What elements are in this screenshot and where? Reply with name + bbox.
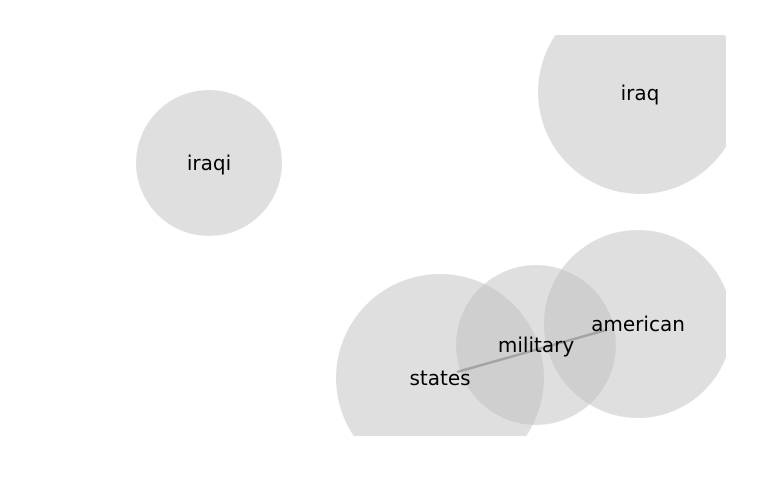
node-label-american: american — [591, 312, 685, 336]
edge-states-american — [456, 328, 607, 374]
node-label-iraqi: iraqi — [187, 151, 231, 175]
node-labels-layer: iraq iraqi american military states — [187, 81, 685, 390]
node-label-iraq: iraq — [621, 81, 660, 105]
node-circle-american — [544, 230, 726, 418]
edges-layer — [456, 328, 607, 374]
node-circle-iraqi — [136, 90, 282, 236]
node-label-states: states — [409, 366, 470, 390]
node-circles-layer — [136, 35, 726, 436]
node-label-military: military — [498, 333, 574, 357]
node-circle-iraq — [538, 35, 726, 194]
